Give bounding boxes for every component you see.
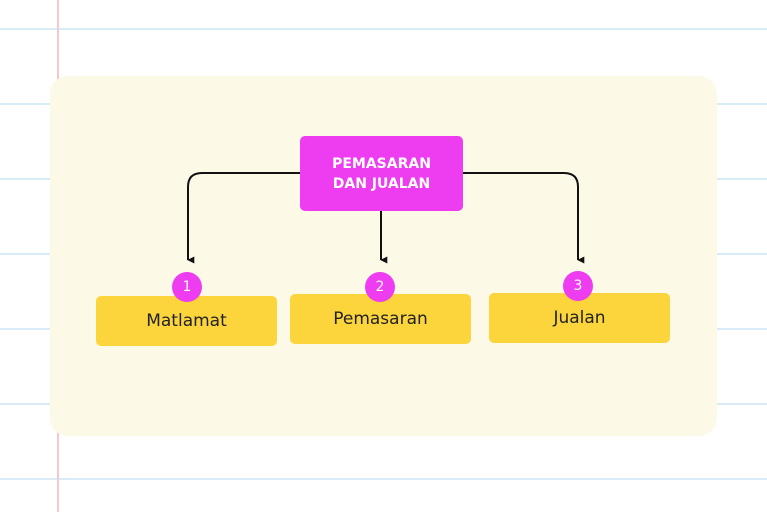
child-node-jualan: Jualan [489,293,670,343]
arrow-to-matlamat [187,172,300,264]
child-node-label: Pemasaran [333,309,428,329]
root-node-label: PEMASARAN DAN JUALAN [332,155,431,192]
child-node-matlamat: Matlamat [96,296,277,346]
badge-number: 3 [573,278,583,294]
badge-number: 1 [182,279,192,295]
badge-number: 2 [375,279,385,295]
number-badge-2: 2 [365,272,395,302]
arrow-to-jualan [463,172,585,264]
child-node-pemasaran: Pemasaran [290,294,471,344]
child-node-label: Matlamat [146,311,227,331]
child-node-label: Jualan [553,308,606,328]
number-badge-3: 3 [563,271,593,301]
root-node: PEMASARAN DAN JUALAN [300,136,463,211]
number-badge-1: 1 [172,272,202,302]
